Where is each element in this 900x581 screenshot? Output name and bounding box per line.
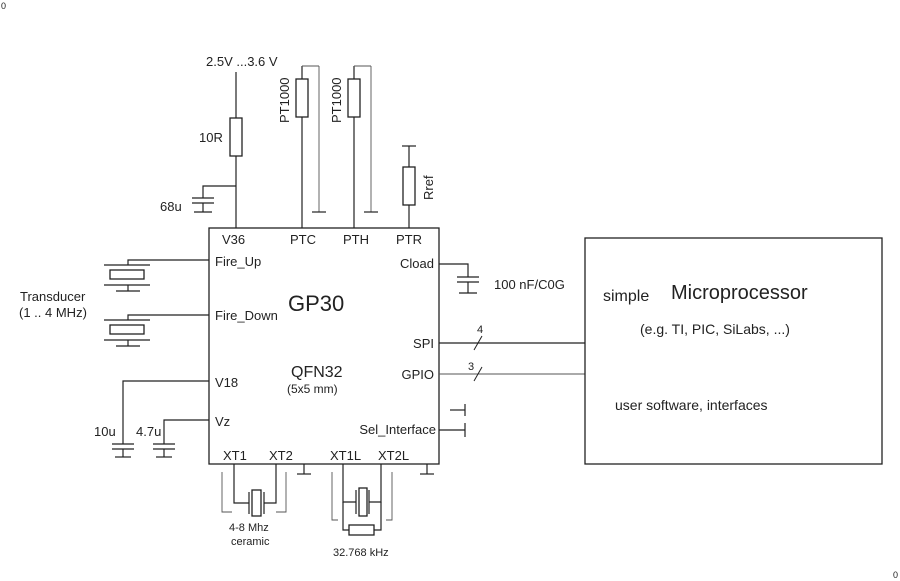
pin-gpio: GPIO [401,367,434,382]
rref-label: Rref [421,175,436,200]
lf-crystal [358,487,368,517]
vz-wire [163,419,209,444]
pin-ptc: PTC [290,232,316,247]
supply-resistor [229,117,243,157]
fire-up-wire [127,259,209,265]
fire-down-wire [127,314,209,320]
mcu-prefix: simple [603,288,649,305]
v18-wire [122,380,209,444]
rref-resistor [402,166,416,206]
hf-crystal [251,489,262,517]
pin-fire-up: Fire_Up [215,254,261,269]
microprocessor-box [584,237,883,465]
pin-pth: PTH [343,232,369,247]
pt1000-cold-sensor [295,78,309,118]
mcu-software: user software, interfaces [615,397,768,413]
chip-package-size: (5x5 mm) [287,382,338,396]
pt1000-hot-sensor [347,78,361,118]
transducer-range-label: (1 .. 4 MHz) [19,305,87,320]
pin-cload: Cload [400,256,434,271]
cload-capacitor-label: 100 nF/C0G [494,277,565,292]
pin-sel-interface: Sel_Interface [359,422,436,437]
v18-capacitor-label: 10u [94,424,116,439]
mcu-title: Microprocessor [671,282,808,304]
mcu-examples: (e.g. TI, PIC, SiLabs, ...) [640,321,790,337]
supply-voltage-label: 2.5V ...3.6 V [206,54,278,69]
pin-spi: SPI [413,336,434,351]
cload-wire [439,263,469,277]
gpio-bus-width: 3 [468,361,474,373]
pin-xt2l: XT2L [378,448,409,463]
hf-crystal-label-2: ceramic [231,536,270,548]
lf-crystal-wires [342,464,356,503]
pin-vz: Vz [215,414,230,429]
pin-xt2: XT2 [269,448,293,463]
transducer-label: Transducer [20,289,86,304]
corner-mark-top-left: 0 [1,1,6,11]
pin-ptr: PTR [396,232,422,247]
vz-capacitor-label: 4.7u [136,424,161,439]
lf-crystal-label: 32.768 kHz [333,547,389,559]
pin-fire-down: Fire_Down [215,308,278,323]
pin-v36: V36 [222,232,245,247]
pin-xt1l: XT1L [330,448,361,463]
pt1000-cold-label: PT1000 [277,77,292,123]
transducer-up [109,269,145,280]
spi-bus-width: 4 [477,324,483,336]
chip-package: QFN32 [291,364,343,381]
supply-cap-wire [202,185,236,198]
gp30-chip [208,227,440,465]
pin-v18: V18 [215,375,238,390]
transducer-down [109,324,145,335]
hf-crystal-label-1: 4-8 Mhz [229,522,269,534]
corner-mark-bottom-right: 0 [893,570,898,580]
pin-xt1: XT1 [223,448,247,463]
pt1000-hot-label: PT1000 [329,77,344,123]
chip-name: GP30 [288,291,344,316]
supply-resistor-label: 10R [199,130,223,145]
lf-load-resistor [348,524,375,536]
hf-crystal-wires [233,464,249,504]
supply-capacitor-label: 68u [160,199,182,214]
